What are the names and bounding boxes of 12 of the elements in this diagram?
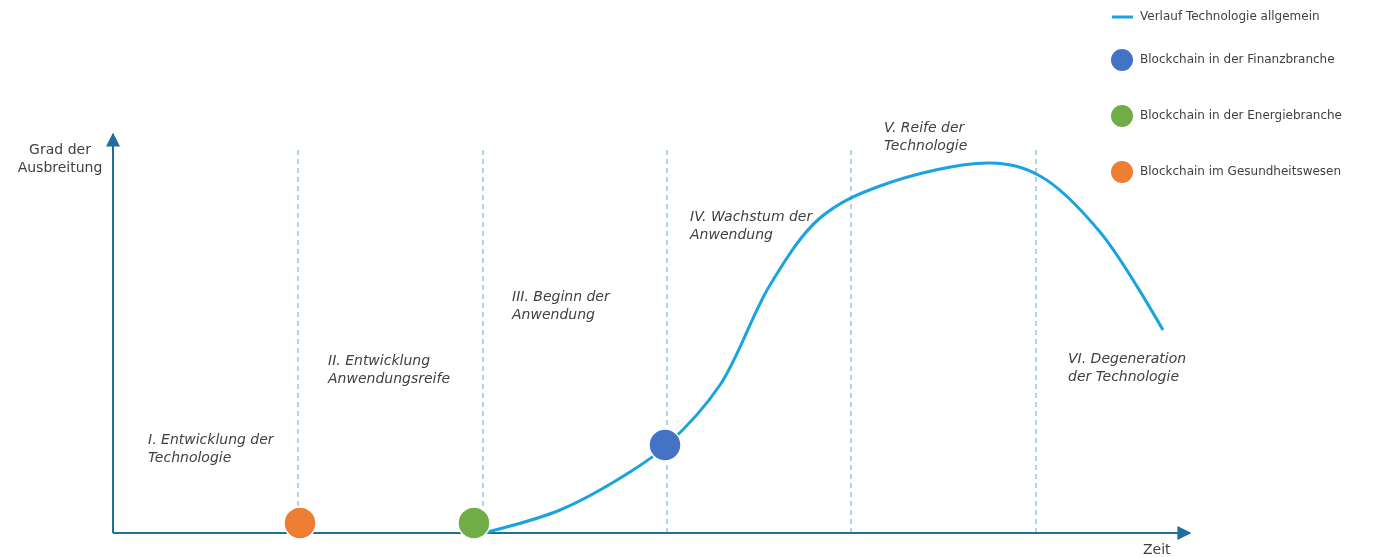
phase-label: V. Reife der Technologie: [884, 118, 969, 154]
phase-label: VI. Degeneration der Technologie: [1068, 349, 1188, 385]
legend-label: Blockchain in der Energiebranche: [1140, 108, 1342, 122]
legend-label: Verlauf Technologie allgemein: [1140, 9, 1320, 23]
legend-label: Blockchain im Gesundheitswesen: [1140, 164, 1342, 178]
phase-label: III. Beginn der Anwendung: [512, 287, 612, 323]
phase-label: IV. Wachstum der Anwendung: [690, 207, 814, 243]
phase-label: II. Entwicklung Anwendungsreife: [328, 351, 451, 387]
axis-label: Zeit: [1143, 540, 1172, 557]
phase-label: I. Entwicklung der Technologie: [148, 430, 275, 466]
legend-label: Blockchain in der Finanzbranche: [1140, 52, 1335, 66]
axis-label: Grad der Ausbreitung: [16, 140, 104, 176]
